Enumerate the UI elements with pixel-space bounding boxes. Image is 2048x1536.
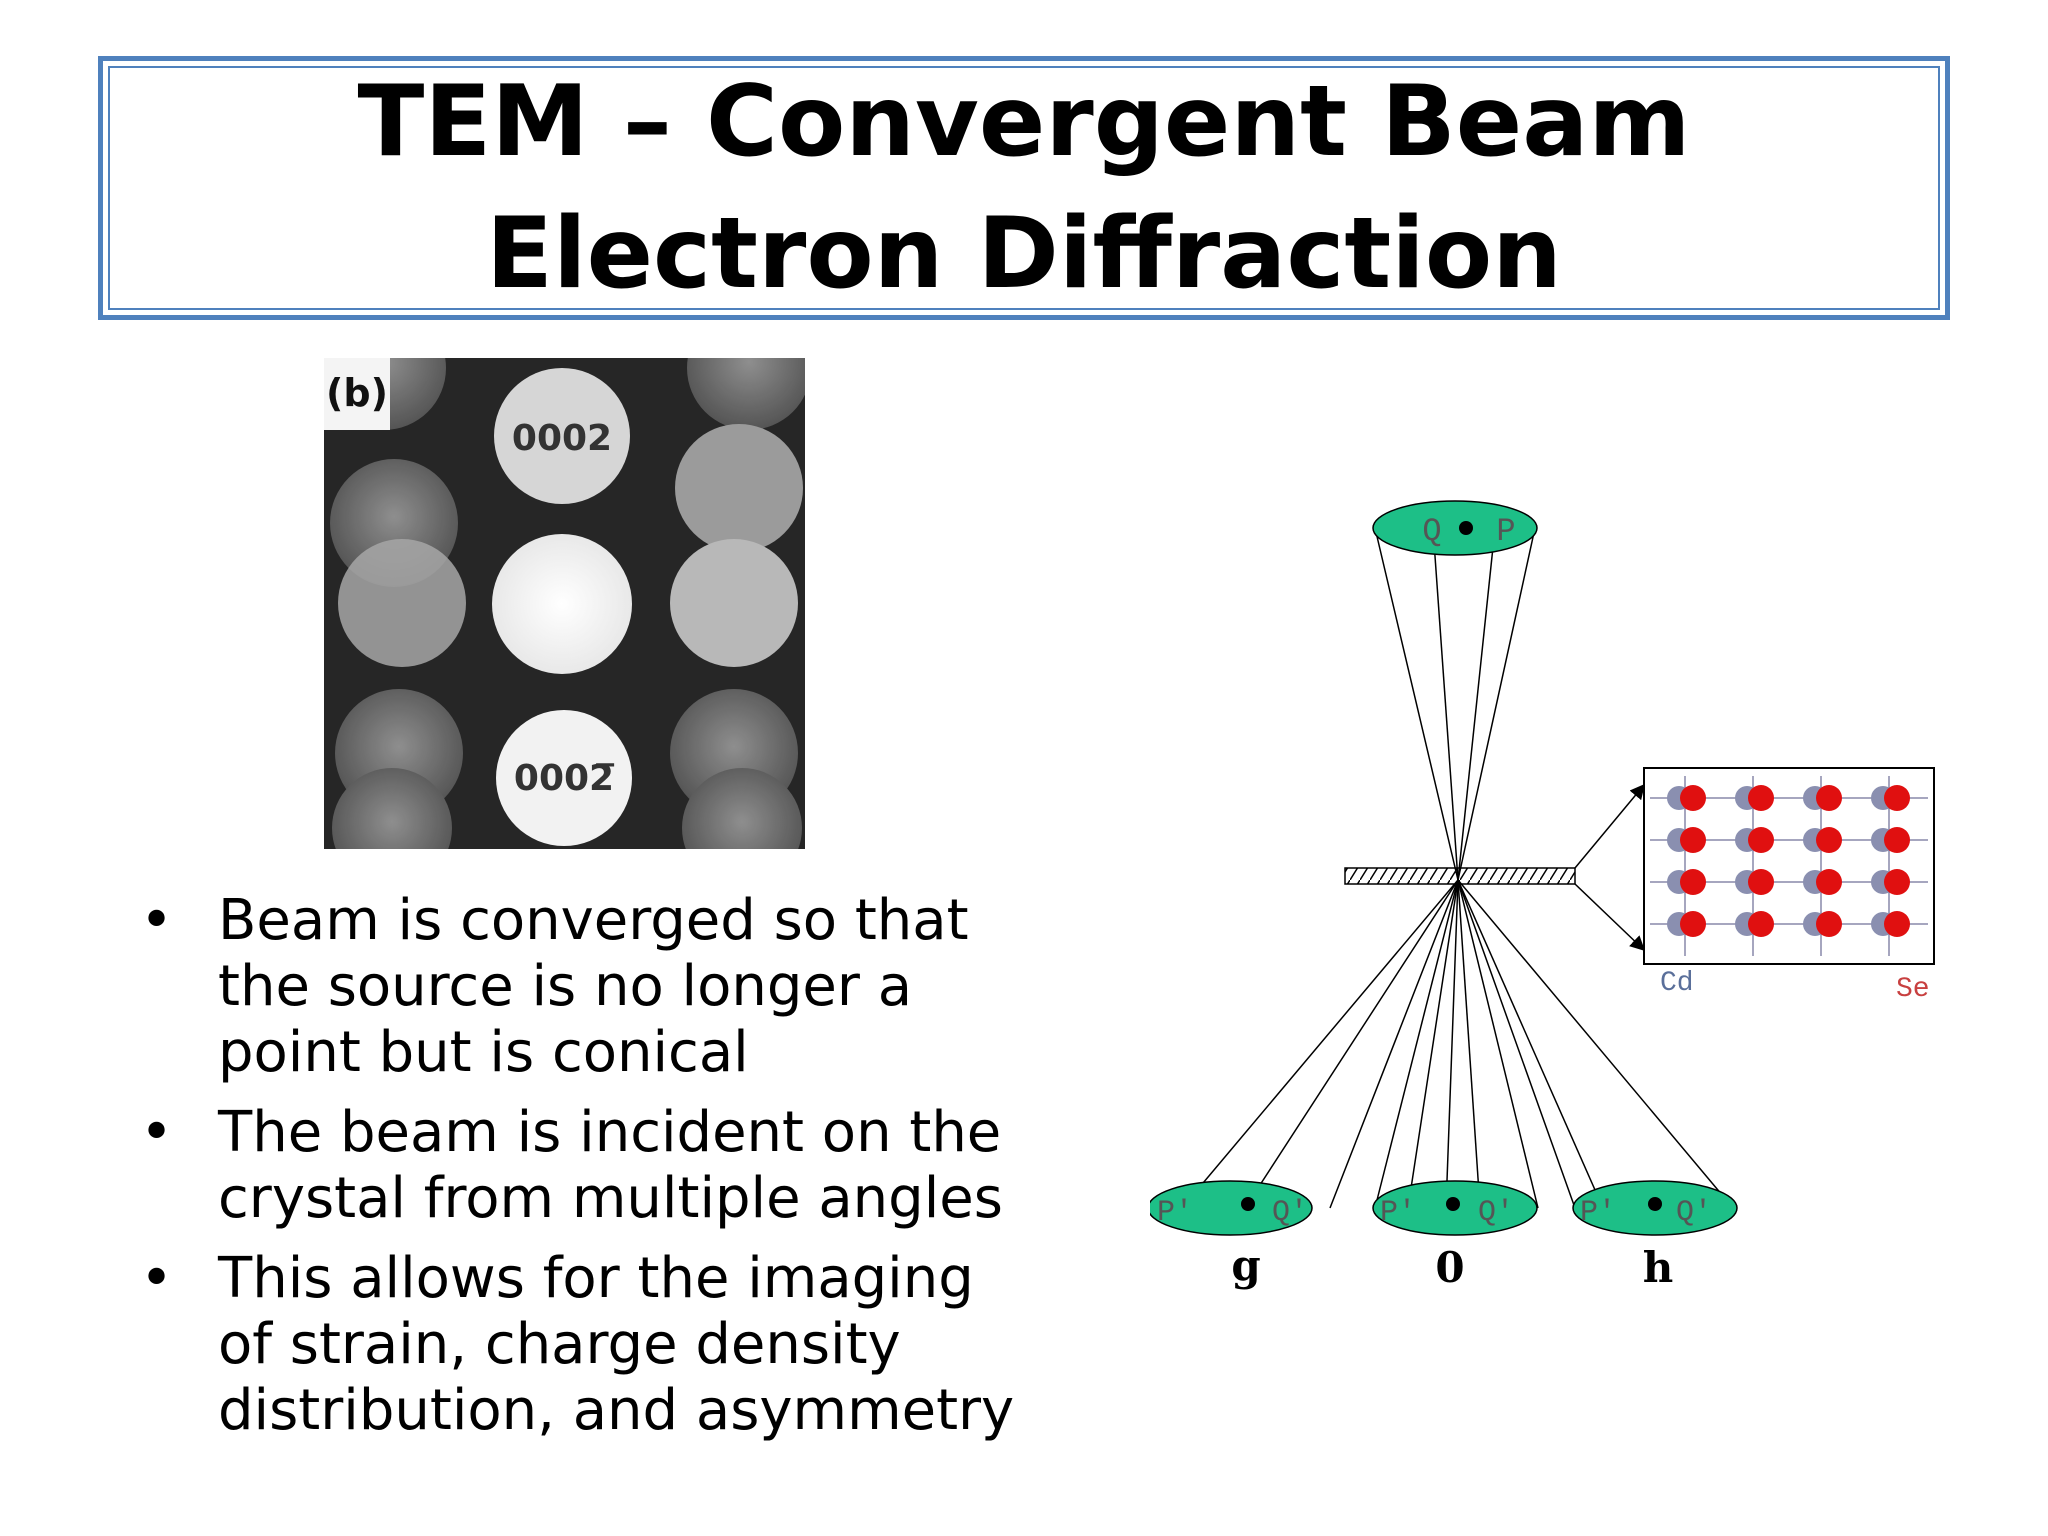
bullet-list: • Beam is converged so that the source i… (140, 888, 1040, 1458)
se-atom (1816, 827, 1842, 853)
bullet-item: • Beam is converged so that the source i… (140, 888, 1040, 1086)
atom-lattice (1650, 776, 1928, 956)
spot-bottom-label: 0002̅ (514, 758, 614, 799)
spot-000 (492, 534, 632, 674)
source-disk: Q P (1372, 500, 1538, 556)
se-atom (1680, 827, 1706, 853)
se-atom (1816, 785, 1842, 811)
se-atom (1748, 869, 1774, 895)
disk-h-left-label: P' (1580, 1196, 1616, 1230)
panel-label: (b) (326, 371, 388, 415)
disk-0-right-label: Q' (1478, 1196, 1514, 1230)
diffracted-rays (1181, 879, 1734, 1209)
source-left-label: Q (1422, 513, 1441, 550)
disk-0-left-label: P' (1380, 1196, 1416, 1230)
se-label: Se (1896, 974, 1930, 1005)
cd-label: Cd (1660, 968, 1694, 999)
crystal-structure-inset: Cd Se (1643, 767, 1935, 1005)
se-atom (1680, 911, 1706, 937)
se-atom (1884, 785, 1910, 811)
se-atom (1884, 869, 1910, 895)
se-atom (1748, 911, 1774, 937)
bullet-item: • This allows for the imaging of strain,… (140, 1246, 1040, 1444)
se-atom (1884, 827, 1910, 853)
disk-g-left-label: P' (1157, 1196, 1193, 1230)
se-atom (1680, 785, 1706, 811)
spot-0002 (494, 368, 630, 504)
se-atom (1680, 869, 1706, 895)
side-disks-right (670, 358, 805, 849)
se-atom (1816, 869, 1842, 895)
side-disks-left (324, 358, 466, 849)
cbed-micrograph: (b) 0002 0002̅ (324, 358, 805, 849)
bullet-marker: • (140, 888, 174, 953)
spot-top-label: 0002 (512, 418, 612, 459)
disk-h: P' Q' h (1572, 1180, 1738, 1292)
inset-arrows (1574, 783, 1646, 952)
bullet-text: The beam is incident on the crystal from… (218, 1100, 1003, 1231)
disk-h-name: h (1643, 1243, 1674, 1292)
bullet-marker: • (140, 1246, 174, 1311)
disk-g-name: g (1231, 1241, 1260, 1290)
slide-title: TEM – Convergent Beam Electron Diffracti… (357, 65, 1691, 311)
source-right-label: P (1496, 513, 1515, 550)
title-box: TEM – Convergent Beam Electron Diffracti… (98, 56, 1950, 320)
disk-h-right-label: Q' (1676, 1196, 1712, 1230)
bullet-marker: • (140, 1100, 174, 1165)
disk-0: P' Q' 0 (1372, 1180, 1538, 1292)
se-atom (1748, 785, 1774, 811)
se-atom (1884, 911, 1910, 937)
cbed-ray-diagram: Q P Cd Se P' Q' g (1150, 480, 1950, 1320)
disk-0-name: 0 (1435, 1243, 1464, 1292)
se-atom (1748, 827, 1774, 853)
source-dot (1459, 521, 1473, 535)
specimen (1344, 867, 1576, 885)
disk-g-right-label: Q' (1272, 1196, 1308, 1230)
spot-000-2bar (496, 710, 632, 846)
bullet-text: Beam is converged so that the source is … (218, 888, 969, 1085)
incident-rays (1374, 527, 1536, 881)
bullet-text: This allows for the imaging of strain, c… (218, 1246, 1015, 1443)
bullet-item: • The beam is incident on the crystal fr… (140, 1100, 1040, 1232)
disk-g: P' Q' g (1150, 1180, 1313, 1290)
se-atom (1816, 911, 1842, 937)
